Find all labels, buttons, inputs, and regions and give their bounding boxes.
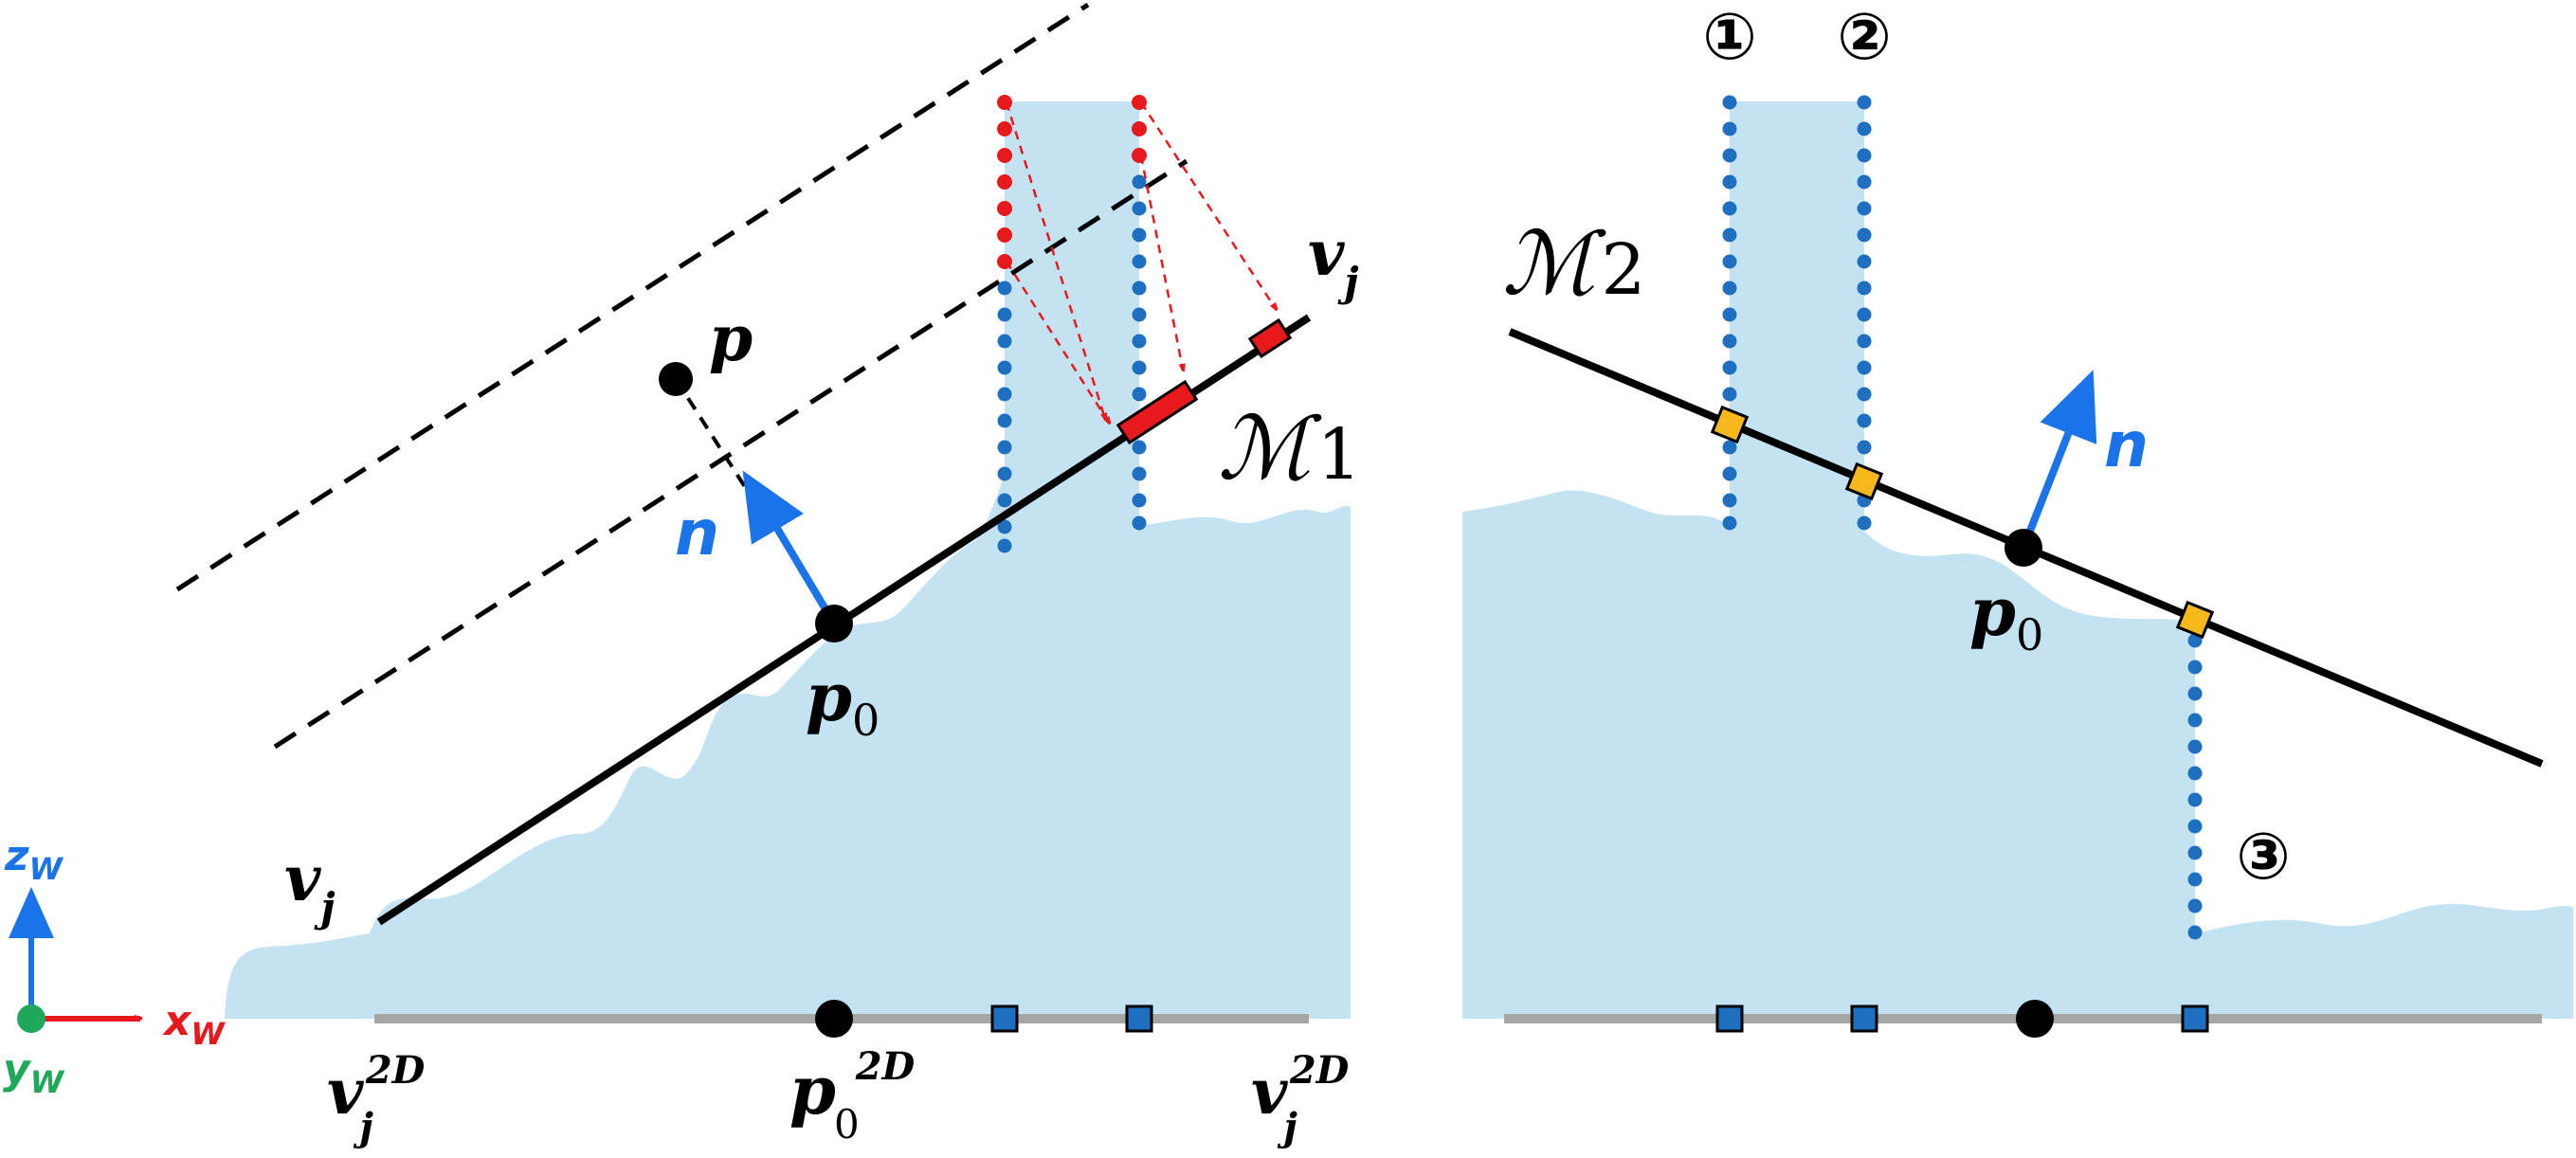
left-base-marker-2: [1125, 1004, 1153, 1033]
left-base-point-p0: [815, 1000, 853, 1038]
right-base-marker-2: [1850, 1004, 1878, 1033]
label-vj2d-right: vj2D: [1251, 1048, 1350, 1149]
label-vj-top: vj: [1308, 216, 1359, 305]
left-normal-arrow: [742, 470, 838, 626]
right-normal-arrow: [2020, 370, 2097, 550]
dashed-offset-line-far: [175, 2, 1090, 592]
right-orange-marker-2: [1844, 461, 1884, 501]
label-m1: ℳ1: [1218, 398, 1361, 499]
circle-label-2: ②: [1837, 0, 1892, 75]
perpendicular-dashed: [674, 377, 751, 495]
label-m2: ℳ2: [1502, 213, 1645, 315]
left-red-projection-arrows: [1005, 101, 1276, 423]
left-point-p0: [815, 605, 853, 642]
axis-z-label: zW: [4, 832, 64, 887]
right-fill-region: [1462, 101, 2573, 1019]
label-n-right: n: [2104, 408, 2149, 481]
label-vj-bottom: vj: [284, 841, 336, 931]
axis-x-label: xW: [162, 997, 226, 1052]
right-base-point-p0: [2016, 1000, 2054, 1038]
right-ray-1-dots: [1722, 95, 1737, 531]
right-point-p0: [2005, 529, 2042, 567]
axis-y-origin: [17, 1004, 45, 1033]
circle-label-1: ①: [1702, 0, 1757, 75]
left-red-marker-large: [1116, 379, 1199, 445]
circle-label-3: ③: [2236, 820, 2291, 895]
right-base-marker-3: [2181, 1004, 2209, 1033]
label-p: p: [709, 301, 753, 375]
left-blue-ray-dots: [997, 174, 1147, 553]
label-vj2d-left: vj2D: [327, 1048, 426, 1149]
right-ray-2-dots: [1857, 95, 1872, 531]
left-fill-region: [225, 101, 1351, 1019]
right-orange-marker-1: [1710, 405, 1750, 444]
right-ray-3-dots: [2187, 633, 2203, 940]
label-p0-right: p0: [1969, 572, 2043, 660]
point-p: [659, 362, 693, 396]
right-base-marker-1: [1715, 1004, 1744, 1033]
left-red-marker-small: [1247, 317, 1293, 359]
label-n-left: n: [675, 497, 719, 570]
axis-y-label: yW: [3, 1045, 65, 1100]
dashed-offset-line-near: [273, 158, 1188, 750]
label-p0-left: p0: [806, 658, 880, 746]
label-p02d: p02D: [789, 1044, 916, 1148]
right-orange-marker-3: [2175, 600, 2215, 640]
left-base-marker-1: [990, 1004, 1019, 1033]
